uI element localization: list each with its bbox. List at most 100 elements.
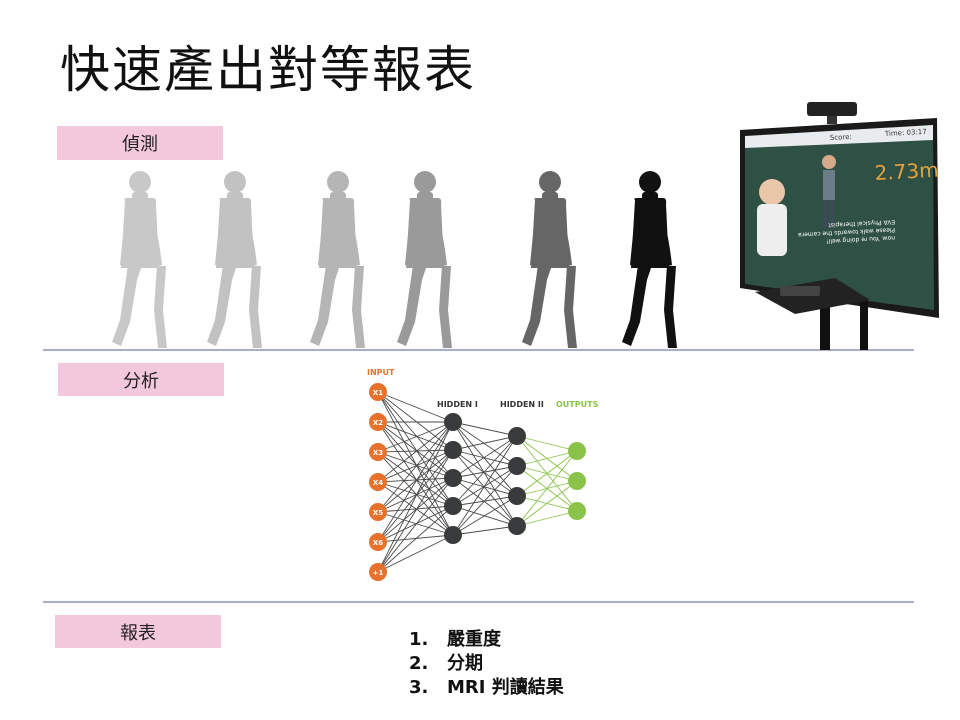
network-edge: [377, 421, 454, 573]
input-node-label: X3: [373, 449, 383, 457]
network-edge: [377, 421, 454, 453]
network-edge: [452, 435, 518, 479]
network-edge: [377, 421, 454, 451]
input-node: [369, 383, 387, 401]
divider-top: [43, 349, 914, 351]
section-tag-analyze: 分析: [58, 363, 224, 396]
list-item-text: 嚴重度: [447, 629, 501, 650]
network-edge: [516, 435, 578, 452]
hidden-node: [444, 497, 462, 515]
network-edge: [452, 421, 518, 527]
section-tag-detect: 偵測: [57, 126, 223, 160]
network-edge: [452, 465, 518, 479]
input-node: [369, 473, 387, 491]
network-edge: [377, 477, 454, 483]
tv-screen: [745, 125, 934, 310]
list-item-number: 1.: [409, 629, 429, 650]
network-edge: [452, 421, 518, 437]
network-edge: [377, 449, 454, 573]
walking-person-sequence: [112, 171, 677, 348]
section-tag-report: 報表: [55, 615, 221, 648]
layer-label-input: INPUT: [367, 368, 395, 377]
network-edge: [377, 421, 454, 483]
network-edge: [377, 391, 454, 507]
walker-silhouette-6: [622, 171, 677, 348]
input-node: [369, 443, 387, 461]
network-edge: [377, 449, 454, 483]
walker-silhouette-4: [397, 171, 452, 348]
input-node: [369, 563, 387, 581]
network-edge: [377, 391, 454, 451]
input-node: [369, 413, 387, 431]
input-node-label: +1: [373, 569, 384, 577]
list-item-number: 2.: [409, 653, 429, 674]
network-edge: [452, 435, 518, 451]
walker-silhouette-2: [207, 171, 262, 348]
network-edge: [377, 449, 454, 513]
network-edge: [452, 495, 518, 536]
list-item: 1. 嚴重度: [409, 628, 564, 652]
network-edge: [377, 477, 454, 543]
hidden-node: [444, 469, 462, 487]
network-edge: [377, 421, 454, 543]
network-edge: [452, 435, 518, 536]
network-edge: [452, 421, 518, 467]
network-edge: [377, 505, 454, 543]
list-item-number: 3.: [409, 677, 429, 698]
network-edge: [452, 465, 518, 536]
network-edge: [377, 481, 454, 507]
list-item: 2. 分期: [409, 652, 564, 676]
network-edge: [377, 421, 454, 513]
report-list: 1. 嚴重度 2. 分期 3. MRI 判讀結果: [409, 628, 564, 700]
network-edge: [516, 480, 578, 527]
hidden-node: [508, 487, 526, 505]
layer-label-hidden1: HIDDEN I: [437, 400, 478, 409]
output-node: [568, 442, 586, 460]
network-edge: [377, 451, 454, 479]
hidden-node: [444, 441, 462, 459]
walker-silhouette-3: [310, 171, 365, 348]
network-edge: [377, 534, 454, 573]
layer-label-outputs: OUTPUTS: [556, 400, 598, 409]
walker-silhouette-1: [112, 171, 167, 348]
network-edge: [377, 449, 454, 453]
network-edge: [452, 449, 518, 527]
network-edge: [452, 421, 518, 497]
screen-message-1: EVA Physical therapist: [828, 218, 896, 229]
input-node-label: X1: [373, 389, 383, 397]
network-edge: [377, 477, 454, 513]
screen-score: Score:: [830, 133, 852, 142]
output-node: [568, 472, 586, 490]
page-title: 快速產出對等報表: [60, 41, 476, 99]
network-edge: [452, 435, 518, 507]
hidden-node: [508, 427, 526, 445]
network-edge: [452, 477, 518, 527]
input-node: [369, 503, 387, 521]
input-node-label: X4: [373, 479, 383, 487]
network-edge: [516, 450, 578, 527]
network-edge: [377, 391, 454, 479]
screen-time: Time: 03:17: [884, 128, 927, 138]
hidden-node: [444, 413, 462, 431]
network-edge: [377, 391, 454, 423]
screen-avatar: [759, 179, 785, 205]
network-edge: [377, 505, 454, 573]
layer-label-hidden2: HIDDEN II: [500, 400, 544, 409]
tv-display-illustration: Time: 03:17 Score: 2.73m EVA Physical th…: [740, 102, 939, 350]
network-edge: [377, 477, 454, 573]
network-edge: [377, 505, 454, 513]
list-item-text: MRI 判讀結果: [447, 677, 564, 698]
output-node: [568, 502, 586, 520]
network-connections: [377, 391, 578, 573]
divider-bottom: [43, 601, 914, 603]
network-edge: [516, 450, 578, 497]
network-edge: [377, 421, 454, 479]
hidden-node: [508, 517, 526, 535]
walker-silhouette-5: [522, 171, 577, 348]
list-item-text: 分期: [447, 653, 483, 674]
hidden-node: [508, 457, 526, 475]
input-node: [369, 533, 387, 551]
network-edge: [377, 511, 454, 536]
hidden-node: [444, 526, 462, 544]
